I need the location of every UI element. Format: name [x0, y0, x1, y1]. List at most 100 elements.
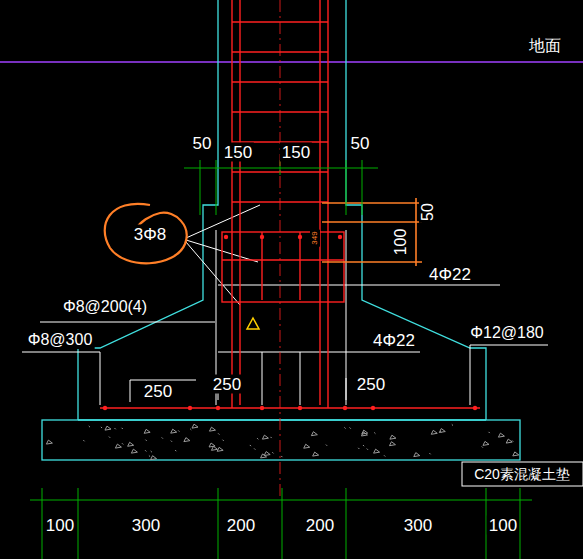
- aggregate: [482, 446, 483, 447]
- aggregate: [384, 455, 385, 456]
- dimension-tick: [78, 488, 79, 559]
- aggregate: [250, 445, 251, 446]
- aggregate: [498, 433, 504, 437]
- rebar-callout: 4Φ22: [371, 331, 417, 350]
- aggregate: [261, 454, 267, 458]
- aggregate: [145, 440, 146, 441]
- ground-line: [0, 61, 583, 62]
- aggregate: [115, 444, 121, 448]
- aggregate: [171, 441, 172, 442]
- footing-outline: [346, 0, 486, 420]
- aggregate: [151, 451, 152, 452]
- dimension-text: 200: [304, 516, 336, 535]
- aggregate: [192, 424, 198, 428]
- aggregate: [190, 429, 191, 430]
- aggregate: [367, 449, 368, 450]
- aggregate: [149, 456, 150, 457]
- aggregate: [506, 439, 512, 443]
- annotation-marks: [105, 198, 422, 266]
- aggregate: [344, 427, 345, 428]
- hook-length: 250: [355, 375, 387, 394]
- aggregate: [109, 437, 110, 438]
- rebar-callout: 3Φ8: [132, 225, 168, 244]
- aggregate: [358, 448, 359, 449]
- aggregate: [281, 456, 282, 457]
- aggregate: [440, 431, 441, 432]
- dimension-lines: [30, 160, 532, 500]
- aggregate: [105, 426, 111, 430]
- aggregate: [414, 453, 420, 457]
- aggregate: [89, 426, 90, 427]
- dimension-tick: [218, 488, 219, 559]
- aggregate: [262, 435, 268, 439]
- aggregate: [429, 453, 430, 454]
- aggregate: [175, 450, 176, 451]
- aggregate: [270, 437, 271, 438]
- aggregate: [374, 432, 375, 433]
- center-line: [280, 0, 281, 500]
- aggregate: [326, 445, 327, 446]
- aggregate: [171, 429, 177, 433]
- aggregate: [145, 450, 146, 451]
- aggregate: [257, 438, 258, 439]
- dimension-text: 150: [222, 143, 254, 162]
- dimension-tick: [282, 488, 283, 559]
- aggregate: [83, 440, 84, 441]
- hook-length: 250: [142, 382, 174, 401]
- aggregate: [217, 447, 223, 451]
- aggregate: [272, 452, 273, 453]
- aggregate: [209, 443, 215, 447]
- aggregate: [162, 437, 163, 438]
- aggregate: [254, 448, 255, 449]
- aggregate: [350, 427, 351, 428]
- aggregate: [452, 424, 453, 425]
- dimension-text: 50: [349, 134, 372, 153]
- aggregate: [361, 432, 367, 436]
- concrete-texture: [46, 424, 518, 460]
- aggregate: [128, 442, 134, 446]
- aggregate: [431, 430, 437, 434]
- aggregate: [122, 428, 123, 429]
- aggregate: [223, 440, 224, 441]
- dimension-tick: [346, 488, 347, 559]
- aggregate: [374, 449, 380, 453]
- hook-length: 250: [211, 375, 243, 394]
- footing-outline: [78, 0, 218, 420]
- aggregate: [363, 445, 364, 446]
- material-note: C20素混凝土垫: [472, 466, 572, 482]
- aggregate: [264, 452, 270, 456]
- dimension-tick: [42, 488, 43, 559]
- reinforcement: [100, 0, 480, 408]
- dimension-text: 300: [130, 516, 162, 535]
- rebar-callout: Φ12@180: [468, 324, 546, 342]
- dimension-tick: [520, 488, 521, 559]
- concrete-pad: [42, 420, 520, 460]
- aggregate: [439, 429, 445, 433]
- aggregate: [304, 444, 310, 448]
- aggregate: [389, 442, 395, 446]
- aggregate: [144, 429, 150, 433]
- dimension-text: 300: [402, 516, 434, 535]
- rebar-callout: Φ8@200(4): [61, 298, 149, 316]
- dimension-text: 200: [225, 516, 257, 535]
- aggregate: [115, 428, 116, 429]
- warning-symbol: [247, 318, 259, 329]
- aggregate: [489, 432, 490, 433]
- dimension-text: 100: [487, 516, 519, 535]
- dimension-text: 150: [280, 143, 312, 162]
- aggregate: [313, 452, 319, 456]
- aggregate: [483, 441, 489, 445]
- aggregate: [184, 438, 190, 442]
- aggregate: [122, 443, 123, 444]
- aggregate: [178, 430, 179, 431]
- dimension-text: 100: [44, 516, 76, 535]
- aggregate: [101, 427, 102, 428]
- footing-outline: [78, 419, 486, 420]
- dimension-ticks: [42, 488, 520, 559]
- dimension-text: 349: [310, 229, 320, 246]
- rebar-callout: Φ8@300: [26, 331, 95, 349]
- dimension-text: 100: [392, 227, 410, 258]
- aggregate: [311, 432, 317, 436]
- dimension-text: 50: [419, 201, 437, 223]
- aggregate: [513, 452, 519, 456]
